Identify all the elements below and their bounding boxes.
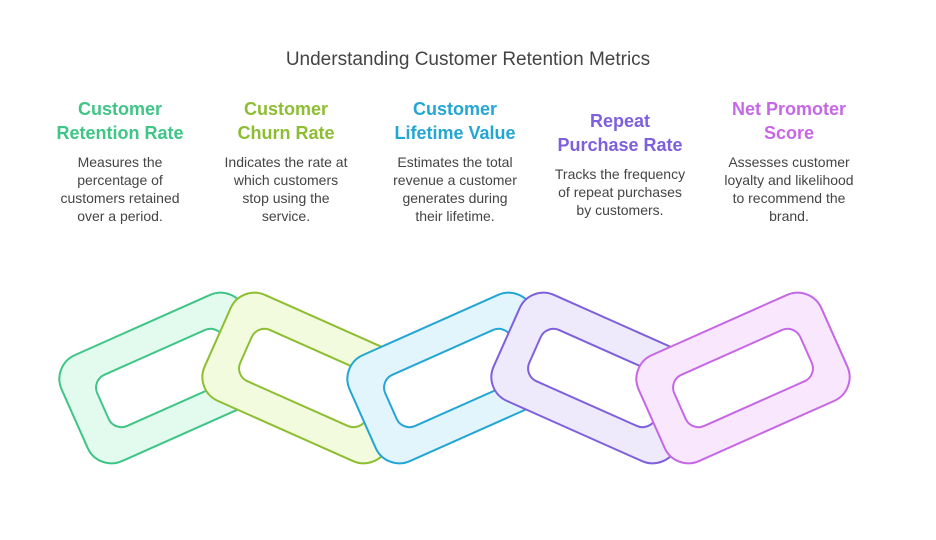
metric-heading: Repeat Purchase Rate xyxy=(557,111,683,155)
metric-churn-rate: Customer Churn Rate Indicates the rate a… xyxy=(211,97,361,225)
metric-description: Estimates the total revenue a customer g… xyxy=(393,154,517,224)
metric-heading: Customer Retention Rate xyxy=(56,99,184,143)
metric-net-promoter-score: Net Promoter Score Assesses customer loy… xyxy=(714,97,864,225)
page-title: Understanding Customer Retention Metrics xyxy=(285,49,651,70)
metric-description: Indicates the rate at which customers st… xyxy=(224,154,348,224)
metric-retention-rate: Customer Retention Rate Measures the per… xyxy=(45,97,195,225)
metric-description: Tracks the frequency of repeat purchases… xyxy=(554,166,686,218)
metric-lifetime-value: Customer Lifetime Value Estimates the to… xyxy=(380,97,530,225)
metric-heading: Net Promoter Score xyxy=(731,99,847,143)
metric-heading: Customer Churn Rate xyxy=(237,99,335,143)
metric-repeat-purchase-rate: Repeat Purchase Rate Tracks the frequenc… xyxy=(545,109,695,219)
chain-link-net-promoter xyxy=(635,291,851,465)
metric-description: Assesses customer loyalty and likelihood… xyxy=(724,154,854,224)
metric-description: Measures the percentage of customers ret… xyxy=(60,154,180,224)
metric-heading: Customer Lifetime Value xyxy=(394,99,516,143)
